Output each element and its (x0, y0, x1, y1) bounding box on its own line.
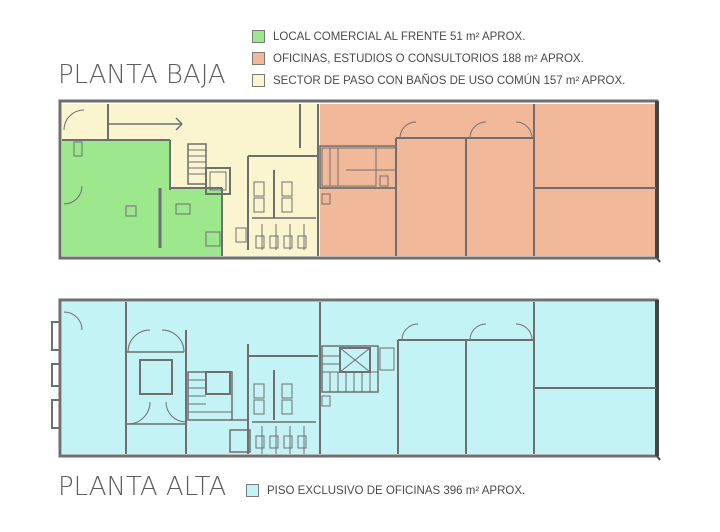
legend-label: OFICINAS, ESTUDIOS O CONSULTORIOS 188 m²… (273, 52, 584, 65)
upper-floor-plan (51, 298, 661, 461)
legend-label: LOCAL COMERCIAL AL FRENTE 51 m² APROX. (273, 30, 526, 43)
legend-item-sector-paso: SECTOR DE PASO CON BAÑOS DE USO COMÚN 15… (252, 74, 625, 87)
legend-label: PISO EXCLUSIVO DE OFICINAS 396 m² APROX. (267, 484, 526, 497)
ground-offices (319, 104, 656, 256)
legend-item-oficinas: OFICINAS, ESTUDIOS O CONSULTORIOS 188 m²… (252, 52, 584, 65)
legend-swatch-green (252, 30, 265, 43)
upper-stair-2 (321, 345, 395, 407)
legend-swatch-cyan (246, 484, 259, 497)
ground-stair-1 (187, 143, 231, 195)
legend-swatch-salmon (252, 52, 265, 65)
zone-local-comercial (62, 140, 222, 256)
zone-oficinas-exclusivo (62, 302, 656, 454)
ground-floor-plan (58, 99, 661, 263)
ground-bathrooms (235, 104, 319, 256)
upper-bathrooms (247, 302, 321, 454)
zone-oficinas (320, 104, 656, 256)
legend-item-local-comercial: LOCAL COMERCIAL AL FRENTE 51 m² APROX. (252, 30, 525, 43)
planta-baja-title: PLANTA BAJA (58, 60, 226, 90)
legend-swatch-cream (252, 74, 265, 87)
planta-alta-title: PLANTA ALTA (58, 472, 227, 502)
upper-offices (397, 302, 656, 454)
upper-stair-1 (187, 371, 251, 453)
legend-item-piso-exclusivo: PISO EXCLUSIVO DE OFICINAS 396 m² APROX. (246, 484, 525, 497)
legend-label: SECTOR DE PASO CON BAÑOS DE USO COMÚN 15… (273, 74, 626, 87)
zone-sector-paso (224, 104, 320, 256)
